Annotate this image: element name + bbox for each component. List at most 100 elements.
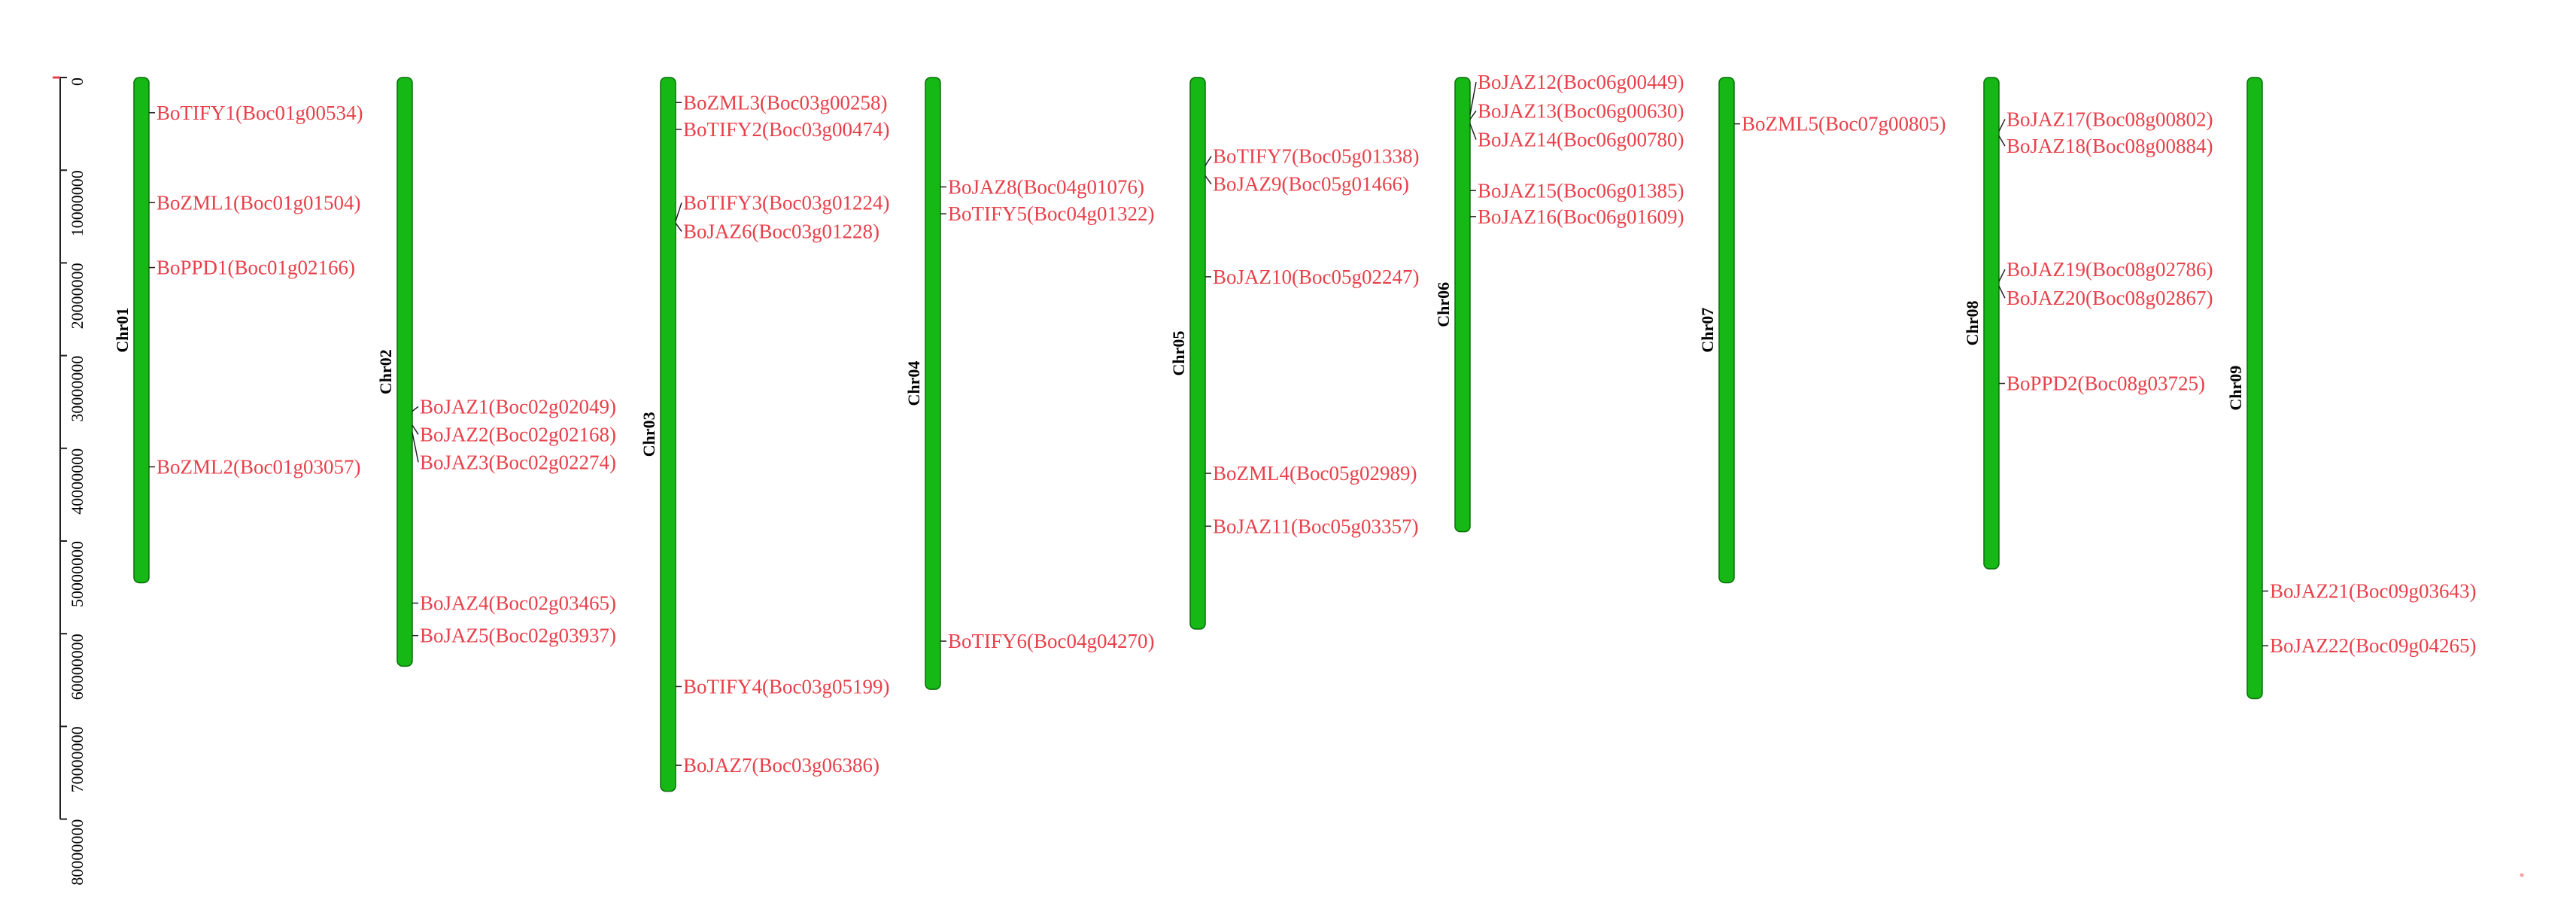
chromosome-chr03: Chr03BoZML3(Boc03g00258)BoTIFY2(Boc03g00… xyxy=(639,77,889,792)
chromosome-chr09: Chr09BoJAZ21(Boc09g03643)BoJAZ22(Boc09g0… xyxy=(2226,77,2476,700)
gene-connector xyxy=(1469,82,1477,115)
gene-marker: BoTIFY1(Boc01g00534) xyxy=(149,102,363,124)
gene-label: BoTIFY1(Boc01g00534) xyxy=(156,102,363,124)
gene-marker: BoZML4(Boc05g02989) xyxy=(1205,462,1417,485)
gene-marker: BoJAZ6(Boc03g01228) xyxy=(675,220,879,243)
gene-marker: BoJAZ7(Boc03g06386) xyxy=(676,754,879,777)
gene-label: BoJAZ13(Boc06g00630) xyxy=(1478,99,1684,122)
gene-marker: BoJAZ11(Boc05g03357) xyxy=(1205,515,1418,537)
gene-label: BoZML5(Boc07g00805) xyxy=(1742,113,1946,135)
chromosome-bar xyxy=(1189,77,1206,630)
chromosome-bar xyxy=(1718,77,1735,584)
gene-marker: BoJAZ20(Boc08g02867) xyxy=(1998,285,2213,309)
chromosome-bar xyxy=(1983,77,2000,570)
chromosome-chr04: Chr04 BoJAZ8(Boc04g01076) BoTIFY5(Boc04g01… xyxy=(904,77,1154,690)
gene-marker: BoJAZ3(Boc02g02274) xyxy=(412,432,616,473)
gene-label: BoJAZ1(Boc02g02049) xyxy=(420,395,616,418)
gene-marker: BoJAZ14(Boc06g00780) xyxy=(1469,123,1684,151)
gene-label: BoZML4(Boc05g02989) xyxy=(1213,462,1417,485)
gene-marker: BoPPD1(Boc01g02166) xyxy=(149,257,355,279)
axis-tick-label: 0 xyxy=(68,78,87,86)
chromosome-name: Chr06 xyxy=(1434,282,1453,327)
gene-marker: BoTIFY3(Boc03g01224) xyxy=(675,191,889,222)
gene-label: BoJAZ15(Boc06g01385) xyxy=(1478,179,1684,202)
position-axis: 0100000002000000030000000400000005000000… xyxy=(53,76,87,886)
gene-marker: BoJAZ21(Boc09g03643) xyxy=(2262,580,2476,603)
gene-label: BoJAZ6(Boc03g01228) xyxy=(683,220,879,243)
axis-tick-label: 30000000 xyxy=(68,356,87,422)
gene-marker: BoZML3(Boc03g00258) xyxy=(676,91,887,114)
chromosome-bar xyxy=(925,77,941,690)
gene-label: BoTIFY6(Boc04g04270) xyxy=(948,630,1154,652)
gene-connector xyxy=(1204,156,1212,166)
gene-connector xyxy=(412,424,419,435)
axis-tick-label: 70000000 xyxy=(68,726,87,792)
gene-marker: BoJAZ13(Boc06g00630) xyxy=(1469,99,1684,122)
gene-label: BoJAZ22(Boc09g04265) xyxy=(2270,634,2476,657)
gene-marker: BoJAZ1(Boc02g02049) xyxy=(412,395,616,418)
gene-connector xyxy=(675,222,682,232)
gene-label: BoJAZ8(Boc04g01076) xyxy=(948,175,1144,198)
gene-label: BoJAZ16(Boc06g01609) xyxy=(1478,205,1684,228)
chromosome-chr06: Chr06 BoJAZ12(Boc06g00449) BoJAZ13(Boc06g0… xyxy=(1434,71,1684,533)
chromosome-chr07: Chr07 BoZML5(Boc07g00805) xyxy=(1698,77,1946,584)
chromosome-tracks: Chr01 BoTIFY1(Boc01g00534) BoZML1(Boc01g01… xyxy=(113,71,2476,792)
axis-tick-label: 50000000 xyxy=(68,541,87,607)
chromosome-name: Chr05 xyxy=(1169,331,1188,376)
gene-marker: BoPPD2(Boc08g03725) xyxy=(1999,372,2205,395)
gene-connector xyxy=(1469,110,1477,120)
chromosome-bar xyxy=(2246,77,2263,700)
gene-marker: BoJAZ17(Boc08g00802) xyxy=(1998,108,2213,132)
gene-label: BoPPD2(Boc08g03725) xyxy=(2006,372,2205,395)
gene-marker: BoTIFY4(Boc03g05199) xyxy=(676,675,889,698)
gene-label: BoJAZ12(Boc06g00449) xyxy=(1478,71,1684,93)
chromosome-name: Chr03 xyxy=(639,412,658,457)
gene-label: BoZML3(Boc03g00258) xyxy=(683,91,887,114)
chromosome-name: Chr01 xyxy=(113,308,132,353)
gene-connector xyxy=(412,432,419,463)
chromosome-chr05: Chr05BoTIFY7(Boc05g01338)BoJAZ9(Boc05g01… xyxy=(1169,77,1419,630)
axis-tick-label: 20000000 xyxy=(68,263,87,329)
chromosome-bar xyxy=(1454,77,1471,533)
gene-label: BoJAZ7(Boc03g06386) xyxy=(683,754,879,777)
chromosome-chr08: Chr08 BoJAZ17(Boc08g00802) BoJAZ18(Boc08g0… xyxy=(1963,77,2213,570)
gene-connector xyxy=(1998,135,2006,147)
chromosome-name: Chr07 xyxy=(1698,308,1717,353)
gene-label: BoJAZ18(Boc08g00884) xyxy=(2006,135,2213,157)
gene-connector xyxy=(1204,175,1212,185)
chromosome-bar xyxy=(133,77,150,584)
chromosome-name: Chr04 xyxy=(904,361,923,406)
gene-marker: BoJAZ12(Boc06g00449) xyxy=(1469,71,1684,115)
gene-marker: BoZML2(Boc01g03057) xyxy=(149,455,360,478)
gene-marker: BoTIFY5(Boc04g01322) xyxy=(940,202,1154,225)
gene-label: BoZML1(Boc01g01504) xyxy=(156,191,360,214)
gene-marker: BoZML5(Boc07g00805) xyxy=(1734,113,1946,135)
gene-connector xyxy=(675,202,682,222)
gene-connector xyxy=(1998,269,2006,282)
gene-marker: BoJAZ5(Boc02g03937) xyxy=(412,625,616,647)
gene-label: BoJAZ14(Boc06g00780) xyxy=(1478,129,1684,151)
axis-tick-label: 60000000 xyxy=(68,634,87,700)
chromosome-chr02: Chr02BoJAZ1(Boc02g02049)BoJAZ2(Boc02g021… xyxy=(376,77,616,667)
gene-marker: BoJAZ8(Boc04g01076) xyxy=(940,175,1144,198)
chromosome-name: Chr08 xyxy=(1963,301,1982,346)
gene-marker: BoJAZ18(Boc08g00884) xyxy=(1998,135,2213,157)
gene-label: BoJAZ2(Boc02g02168) xyxy=(420,423,616,445)
axis-tick-label: 10000000 xyxy=(68,170,87,236)
gene-label: BoJAZ5(Boc02g03937) xyxy=(420,625,616,647)
gene-label: BoTIFY3(Boc03g01224) xyxy=(683,191,889,214)
gene-label: BoJAZ21(Boc09g03643) xyxy=(2270,580,2476,603)
gene-connector xyxy=(1998,285,2006,299)
gene-label: BoTIFY7(Boc05g01338) xyxy=(1213,145,1419,168)
gene-label: BoJAZ4(Boc02g03465) xyxy=(420,592,616,615)
gene-connector xyxy=(1469,123,1477,140)
gene-marker: BoZML1(Boc01g01504) xyxy=(149,191,360,214)
gene-label: BoJAZ20(Boc08g02867) xyxy=(2006,287,2213,309)
chromosome-chr01: Chr01 BoTIFY1(Boc01g00534) BoZML1(Boc01g01… xyxy=(113,77,363,584)
gene-label: BoZML2(Boc01g03057) xyxy=(156,455,360,478)
axis-tick-label: 80000000 xyxy=(68,819,87,886)
stray-marker xyxy=(2520,873,2524,877)
gene-marker: BoJAZ4(Boc02g03465) xyxy=(412,592,616,615)
gene-connector xyxy=(412,406,419,412)
